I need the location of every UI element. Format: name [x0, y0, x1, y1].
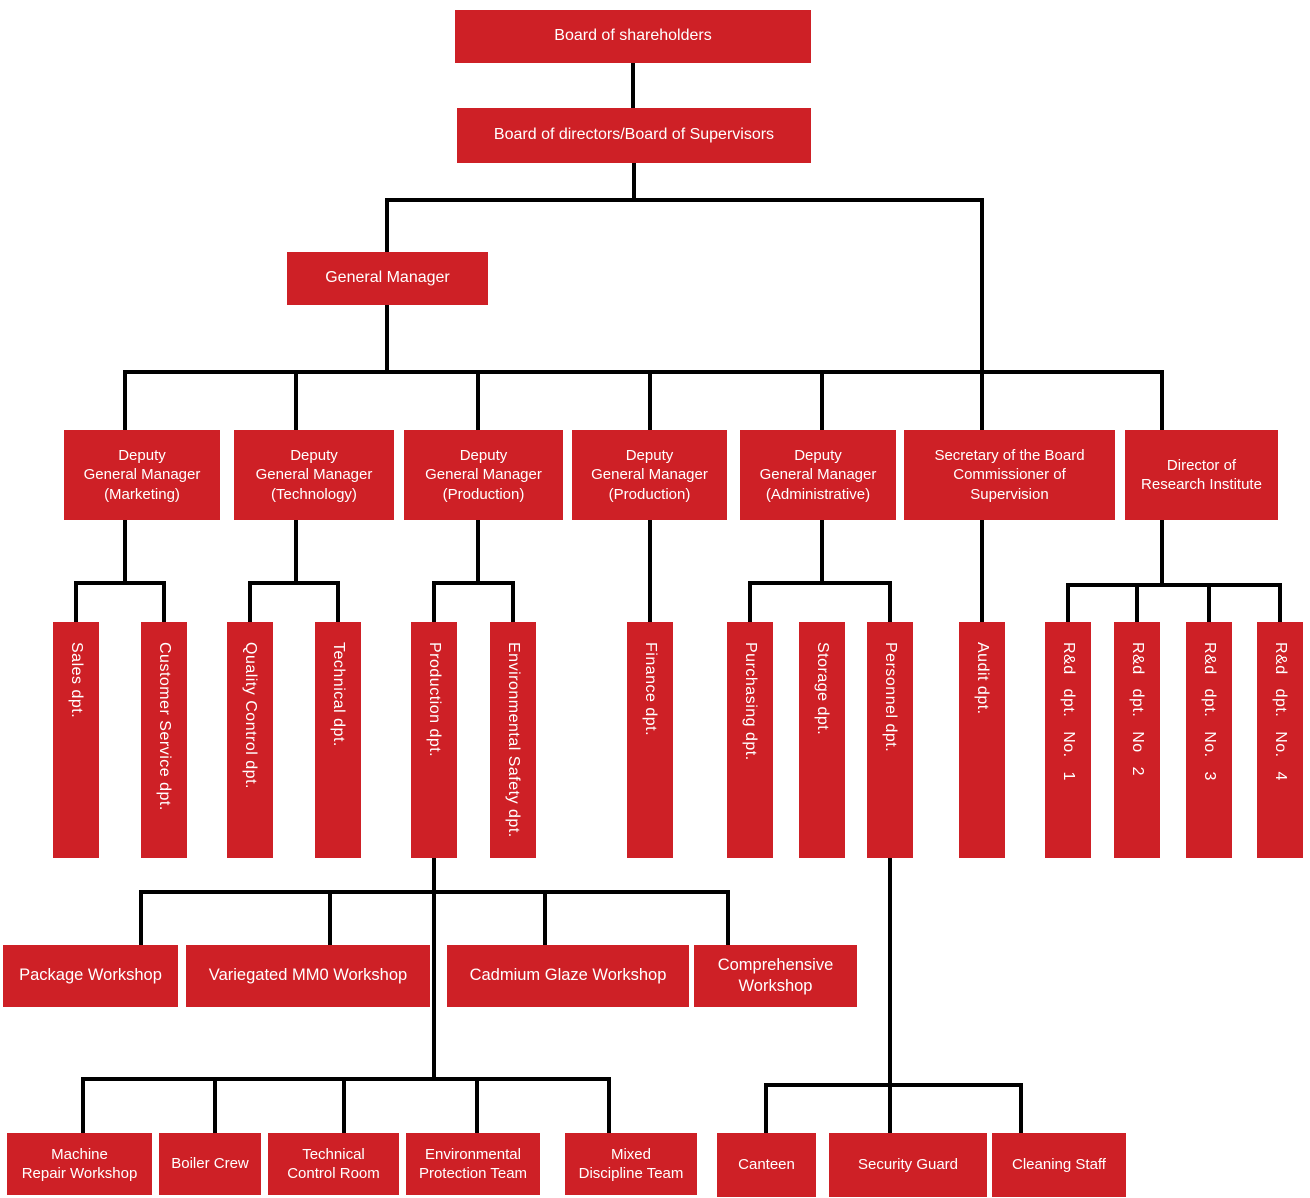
- node-personnel-dpt: Personnel dpt.: [867, 622, 913, 858]
- node-label: Audit dpt.: [974, 642, 991, 715]
- node-label: R&d dpt. No. 3: [1201, 642, 1218, 781]
- node-customer-service-dpt: Customer Service dpt.: [141, 622, 187, 858]
- node-machine-repair-workshop: Machine Repair Workshop: [7, 1133, 152, 1195]
- node-secretary-board-commissioner: Secretary of the Board Commissioner of S…: [904, 430, 1115, 520]
- node-mixed-discipline-team: Mixed Discipline Team: [565, 1133, 697, 1195]
- node-storage-dpt: Storage dpt.: [799, 622, 845, 858]
- node-sales-dpt: Sales dpt.: [53, 622, 99, 858]
- node-label: R&d dpt. No. 4: [1272, 642, 1289, 781]
- node-purchasing-dpt: Purchasing dpt.: [727, 622, 773, 858]
- node-cleaning-staff: Cleaning Staff: [992, 1133, 1126, 1197]
- node-audit-dpt: Audit dpt.: [959, 622, 1005, 858]
- node-label: Finance dpt.: [642, 642, 659, 737]
- node-finance-dpt: Finance dpt.: [627, 622, 673, 858]
- node-technical-dpt: Technical dpt.: [315, 622, 361, 858]
- node-production-dpt: Production dpt.: [411, 622, 457, 858]
- node-director-research-institute: Director of Research Institute: [1125, 430, 1278, 520]
- node-security-guard: Security Guard: [829, 1133, 987, 1197]
- node-rnd-dpt-1: R&d dpt. No. 1: [1045, 622, 1091, 858]
- node-canteen: Canteen: [717, 1133, 816, 1197]
- node-label: Production dpt.: [426, 642, 443, 758]
- node-board-of-directors: Board of directors/Board of Supervisors: [457, 108, 811, 163]
- node-rnd-dpt-3: R&d dpt. No. 3: [1186, 622, 1232, 858]
- node-label: Environmental Safety dpt.: [505, 642, 522, 838]
- node-environmental-protection-team: Environmental Protection Team: [406, 1133, 540, 1195]
- node-deputy-gm-marketing: Deputy General Manager (Marketing): [64, 430, 220, 520]
- node-rnd-dpt-4: R&d dpt. No. 4: [1257, 622, 1303, 858]
- node-general-manager: General Manager: [287, 252, 488, 305]
- node-quality-control-dpt: Quality Control dpt.: [227, 622, 273, 858]
- node-label: Personnel dpt.: [882, 642, 899, 753]
- node-technical-control-room: Technical Control Room: [268, 1133, 399, 1195]
- node-deputy-gm-technology: Deputy General Manager (Technology): [234, 430, 394, 520]
- node-label: Quality Control dpt.: [242, 642, 259, 789]
- node-comprehensive-workshop: Comprehensive Workshop: [694, 945, 857, 1007]
- node-label: R&d dpt. No 2: [1129, 642, 1146, 776]
- node-boiler-crew: Boiler Crew: [159, 1133, 261, 1195]
- node-label: Storage dpt.: [814, 642, 831, 736]
- node-label: Purchasing dpt.: [742, 642, 759, 761]
- node-deputy-gm-production-1: Deputy General Manager (Production): [404, 430, 563, 520]
- node-environmental-safety-dpt: Environmental Safety dpt.: [490, 622, 536, 858]
- node-board-of-shareholders: Board of shareholders: [455, 10, 811, 63]
- node-label: R&d dpt. No. 1: [1060, 642, 1077, 781]
- node-deputy-gm-production-2: Deputy General Manager (Production): [572, 430, 727, 520]
- node-rnd-dpt-2: R&d dpt. No 2: [1114, 622, 1160, 858]
- node-variegated-mm0-workshop: Variegated MM0 Workshop: [186, 945, 430, 1007]
- node-label: Customer Service dpt.: [156, 642, 173, 811]
- node-cadmium-glaze-workshop: Cadmium Glaze Workshop: [447, 945, 689, 1007]
- node-label: Sales dpt.: [68, 642, 85, 719]
- node-deputy-gm-administrative: Deputy General Manager (Administrative): [740, 430, 896, 520]
- node-label: Technical dpt.: [330, 642, 347, 747]
- node-package-workshop: Package Workshop: [3, 945, 178, 1007]
